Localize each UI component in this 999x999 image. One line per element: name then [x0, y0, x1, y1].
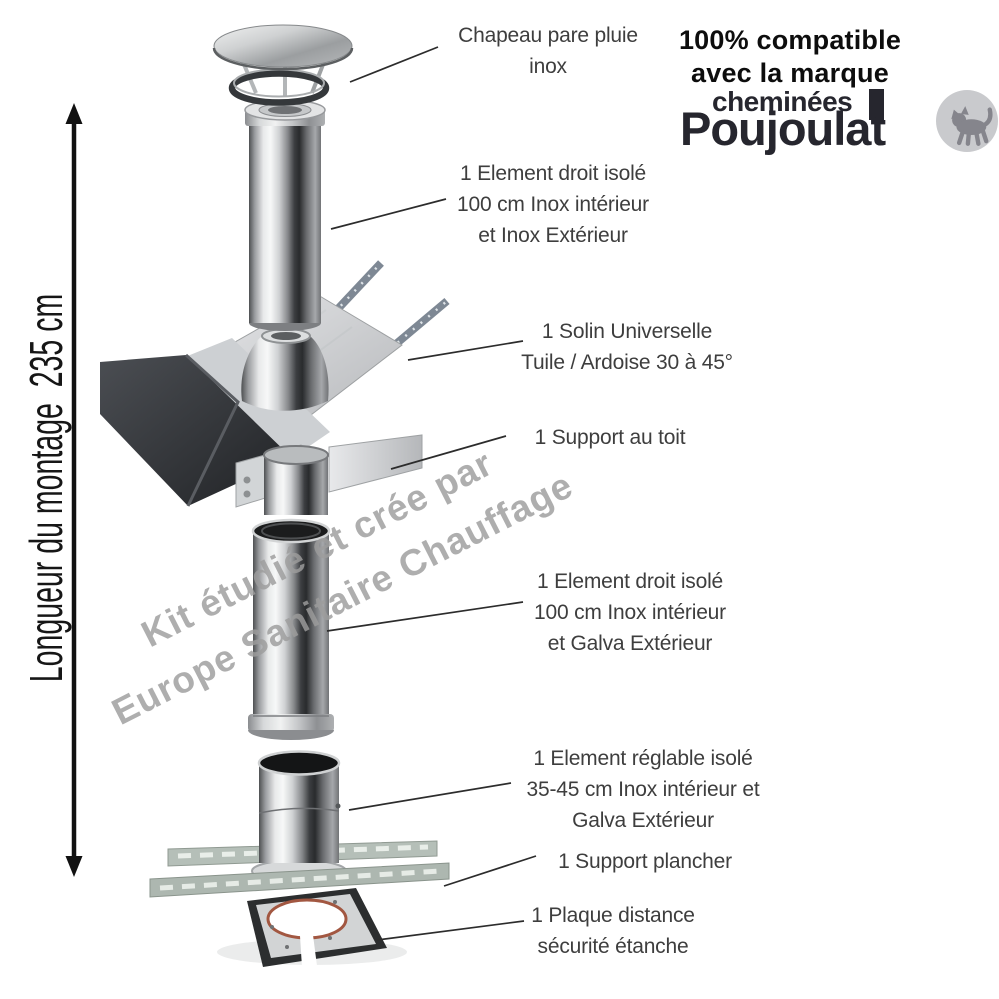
cat-icon: [951, 106, 993, 146]
compatibility-line2: avec la marque: [691, 58, 889, 88]
support-toit-illustration: [235, 434, 423, 515]
callout-line: 100 cm Inox intérieur: [457, 193, 649, 216]
callout-line: Tuile / Ardoise 30 à 45°: [521, 351, 733, 374]
callout-line: 100 cm Inox intérieur: [534, 601, 726, 624]
callout-line: 35-45 cm Inox intérieur et: [526, 778, 760, 801]
support-plancher-front: [149, 862, 450, 898]
callout-line: 1 Plaque distance: [531, 904, 695, 927]
cat-badge: [936, 90, 998, 152]
element-reglable-illustration: [251, 750, 347, 883]
brand-name: Poujoulat: [680, 102, 886, 155]
callout-solin: 1 Solin Universelle Tuile / Ardoise 30 à…: [521, 316, 733, 378]
callout-line: inox: [529, 55, 567, 78]
poujoulat-logo: cheminées Poujoulat: [656, 86, 956, 158]
measure-arrow: [65, 103, 83, 877]
callout-plaque-distance: 1 Plaque distance sécurité étanche: [531, 900, 695, 962]
callout-line: Galva Extérieur: [572, 809, 714, 832]
callout-line: 1 Support plancher: [558, 850, 732, 873]
callout-line: 1 Element droit isolé: [536, 570, 724, 593]
brand-bar: [869, 89, 884, 120]
compatibility-line1: 100% compatible: [678, 25, 902, 55]
callout-element-droit-galva: 1 Element droit isolé 100 cm Inox intéri…: [534, 566, 726, 659]
callout-line: 1 Support au toit: [534, 426, 686, 449]
callout-line: sécurité étanche: [537, 935, 689, 958]
callout-element-droit-inox: 1 Element droit isolé 100 cm Inox intéri…: [457, 158, 649, 251]
callout-element-reglable: 1 Element réglable isolé 35-45 cm Inox i…: [527, 743, 760, 836]
compatibility-headline: 100% compatible avec la marque: [679, 24, 901, 90]
brand-prefix: cheminées: [712, 86, 853, 117]
element-droit-inox-illustration: [244, 99, 326, 331]
plaque-distance-illustration: [217, 888, 407, 967]
callout-support-toit: 1 Support au toit: [535, 422, 686, 453]
callout-chapeau: Chapeau pare pluie inox: [458, 20, 638, 82]
leader-lines: [326, 46, 537, 941]
callout-line: 1 Solin Universelle: [541, 320, 713, 343]
callout-line: 1 Element réglable isolé: [533, 747, 753, 770]
callout-line: Chapeau pare pluie: [458, 24, 638, 47]
chapeau-illustration: [212, 24, 354, 106]
callout-support-plancher: 1 Support plancher: [558, 846, 732, 877]
mounting-length-label: Longueur du montage 235 cm: [20, 293, 72, 683]
callout-line: et Galva Extérieur: [547, 632, 713, 655]
callout-line: et Inox Extérieur: [478, 224, 628, 247]
callout-line: 1 Element droit isolé: [459, 162, 647, 185]
element-droit-galva-illustration: [248, 518, 334, 740]
